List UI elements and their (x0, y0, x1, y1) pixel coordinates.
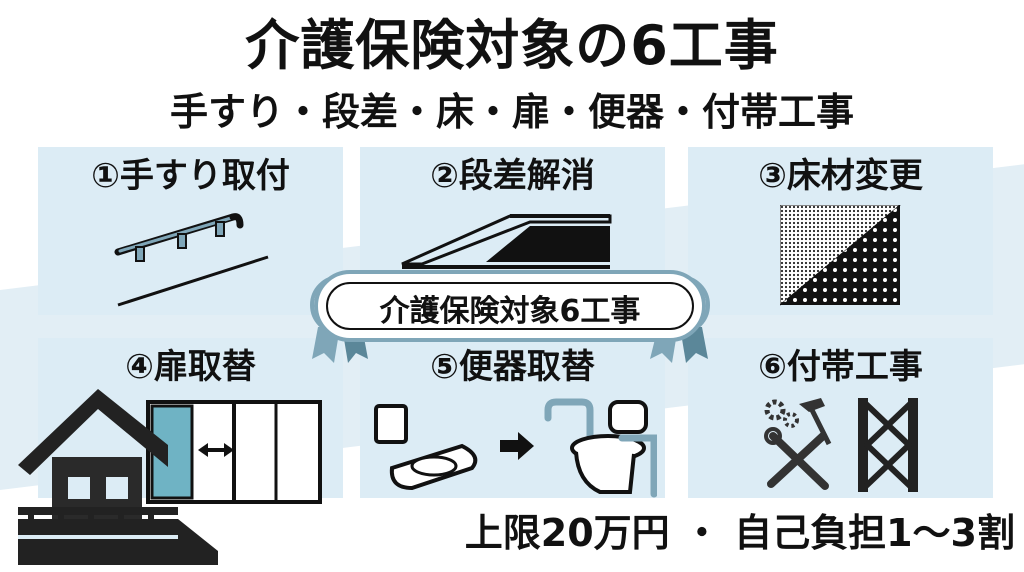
handrail-icon (114, 213, 269, 307)
sliding-door-icon (146, 400, 322, 504)
panel-label: ③床材変更 (758, 156, 923, 196)
panel-label: ②段差解消 (430, 156, 595, 196)
floor-material-icon (780, 205, 901, 306)
panel-toilet-replacement: ⑤便器取替 (360, 338, 665, 498)
page-title: 介護保険対象の6工事 (245, 14, 779, 77)
panel-incidental-work: ⑥付帯工事 (688, 338, 993, 498)
badge-label: 介護保険対象6工事 (379, 294, 641, 329)
panel-label: ④扉取替 (125, 347, 256, 387)
badge-pill: 介護保険対象6工事 (314, 270, 706, 342)
scaffold-icon (858, 398, 918, 492)
center-badge: 介護保険対象6工事 (300, 255, 720, 375)
panel-handrail: ①手すり取付 (38, 147, 343, 315)
panel-label: ①手すり取付 (91, 156, 290, 196)
house-icon (18, 389, 168, 531)
footer-note: 上限20万円 ・ 自己負担1〜3割 (464, 511, 1015, 555)
toilet-replacement-icon (374, 398, 657, 498)
page-subtitle: 手すり・段差・床・扉・便器・付帯工事 (169, 90, 854, 134)
panel-floor-change: ③床材変更 (688, 147, 993, 315)
panel-label: ⑥付帯工事 (758, 347, 923, 387)
tools-icon (764, 398, 832, 490)
slope-icon (401, 214, 612, 269)
panel-label: ⑤便器取替 (430, 347, 595, 387)
ramp-icon (18, 507, 218, 565)
